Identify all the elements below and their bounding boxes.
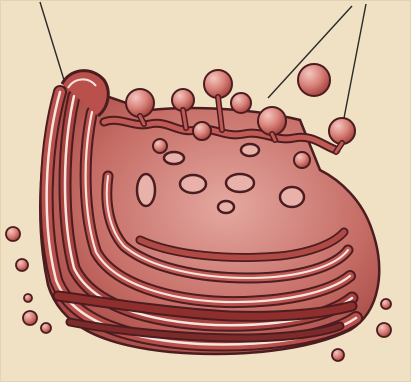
fenestration	[218, 201, 234, 213]
vesicle	[231, 93, 251, 113]
fenestration	[180, 175, 206, 193]
free-vesicle	[16, 259, 28, 271]
fenestration	[280, 187, 304, 207]
vesicle	[193, 122, 211, 140]
free-vesicle	[381, 299, 391, 309]
free-vesicle	[377, 323, 391, 337]
free-vesicle	[41, 323, 51, 333]
fenestration	[241, 144, 259, 156]
vesicle	[298, 64, 330, 96]
vesicle	[153, 139, 167, 153]
vesicle	[126, 89, 154, 117]
vesicle	[294, 152, 310, 168]
free-vesicle	[24, 294, 32, 302]
fenestration	[164, 152, 184, 164]
fenestration	[226, 174, 254, 192]
free-vesicle	[23, 311, 37, 325]
free-vesicle	[6, 227, 20, 241]
fenestration	[137, 174, 155, 206]
vesicle	[204, 70, 232, 98]
vesicle	[258, 107, 286, 135]
free-vesicle	[332, 349, 344, 361]
